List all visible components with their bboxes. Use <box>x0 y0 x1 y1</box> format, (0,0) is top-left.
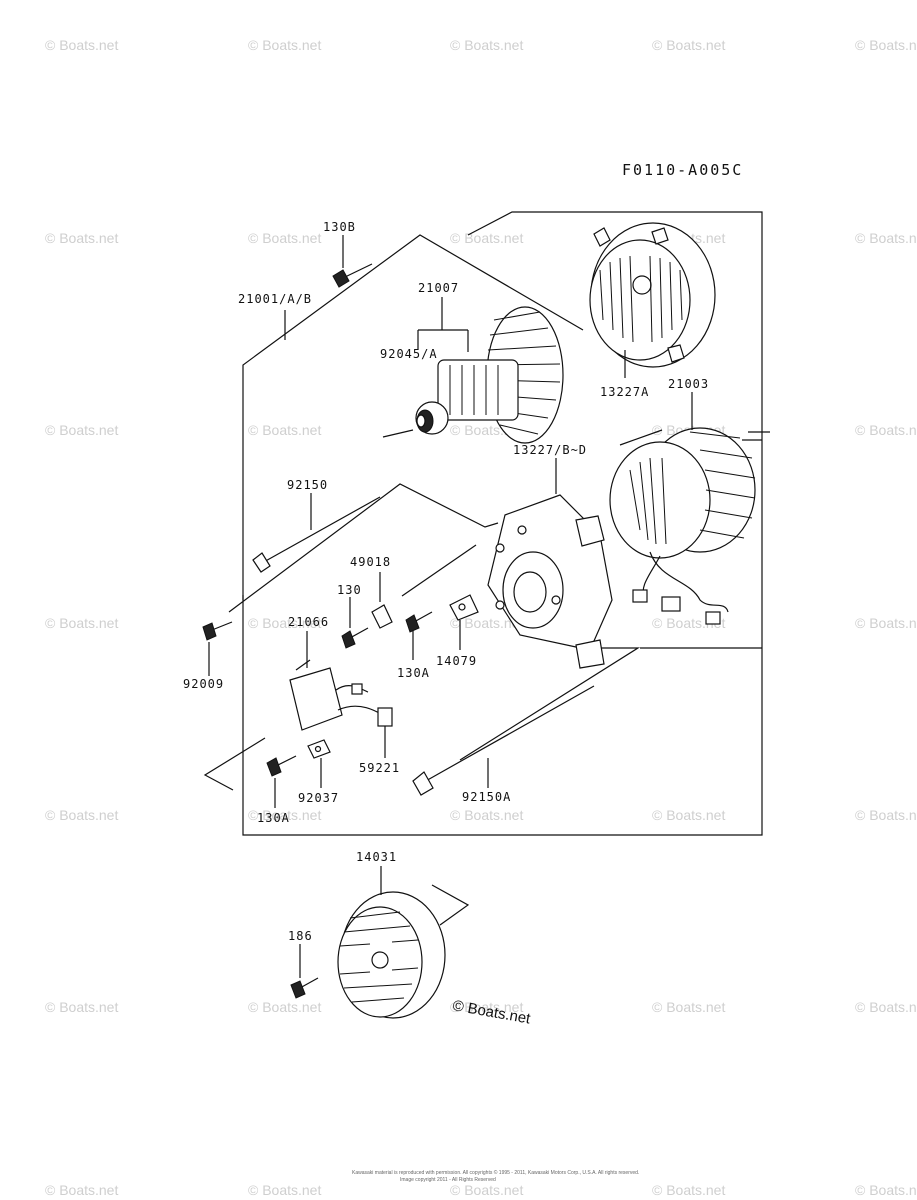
watermark-layer: © Boats.net © Boats.net © Boats.net © Bo… <box>45 37 917 1198</box>
rear-cover <box>589 222 716 368</box>
label-92150: 92150 <box>287 478 328 492</box>
watermark: © Boats.net <box>45 37 118 53</box>
watermark: © Boats.net <box>248 807 321 823</box>
front-housing <box>487 494 613 669</box>
label-14031: 14031 <box>356 850 397 864</box>
watermark: © Boats.net <box>450 615 523 631</box>
label-92045: 92045/A <box>380 347 438 361</box>
watermark: © Boats.net <box>652 37 725 53</box>
label-14079: 14079 <box>436 654 477 668</box>
label-130b: 130B <box>323 220 356 234</box>
regulator <box>289 659 393 731</box>
watermark: © Boats.net <box>450 230 523 246</box>
grille-cover <box>337 891 446 1019</box>
watermark: © Boats.net <box>450 1182 523 1198</box>
watermark: © Boats.net <box>45 1182 118 1198</box>
leader-lines <box>208 235 693 978</box>
label-13227b: 13227/B~D <box>513 443 587 457</box>
watermark: © Boats.net <box>45 230 118 246</box>
watermark: © Boats.net <box>248 1182 321 1198</box>
label-49018: 49018 <box>350 555 391 569</box>
label-92009: 92009 <box>183 677 224 691</box>
footer-line-1: Kawasaki material is reproduced with per… <box>352 1169 639 1176</box>
rotor <box>415 306 564 444</box>
label-130: 130 <box>337 583 362 597</box>
long-bolt-92150a <box>412 685 595 796</box>
diagram-code: F0110-A005C <box>622 161 743 179</box>
label-21066: 21066 <box>288 615 329 629</box>
label-130a: 130A <box>397 666 430 680</box>
label-13227a: 13227A <box>600 385 649 399</box>
screw-130 <box>341 627 369 649</box>
watermark: © Boats.net <box>450 37 523 53</box>
watermark: © Boats.net <box>45 999 118 1015</box>
watermark: © Boats.net <box>652 807 725 823</box>
stator <box>609 427 756 625</box>
watermark: © Boats.net <box>45 615 118 631</box>
watermark: © Boats.net <box>45 422 118 438</box>
watermark: © Boats.net <box>855 615 917 631</box>
watermark: © Boats.net <box>248 999 321 1015</box>
footer-line-2: Image copyright 2011 - All Rights Reserv… <box>400 1177 496 1183</box>
clamp-92037 <box>307 739 331 759</box>
watermark: © Boats.net <box>855 230 917 246</box>
watermark: © Boats.net <box>248 230 321 246</box>
watermark: © Boats.net <box>248 422 321 438</box>
watermark: © Boats.net <box>855 999 917 1015</box>
brush-holder <box>371 604 393 629</box>
label-59221: 59221 <box>359 761 400 775</box>
assembly-outline <box>203 211 770 926</box>
part-labels: 130B 21001/A/B 21007 92045/A 13227A 2100… <box>183 220 709 943</box>
watermark: © Boats.net <box>652 999 725 1015</box>
bracket-14079 <box>449 594 479 621</box>
screw-92009 <box>202 621 233 641</box>
watermark: © Boats.net <box>248 37 321 53</box>
screw-130a <box>405 611 433 633</box>
watermark: © Boats.net <box>248 615 321 631</box>
label-130a-lower: 130A <box>257 811 290 825</box>
watermark: © Boats.net <box>855 807 917 823</box>
watermark: © Boats.net <box>855 37 917 53</box>
label-21001: 21001/A/B <box>238 292 312 306</box>
bolt-130b <box>332 263 373 288</box>
label-21007: 21007 <box>418 281 459 295</box>
screw-130a-lower <box>266 755 297 777</box>
watermark: © Boats.net <box>652 1182 725 1198</box>
watermark: © Boats.net <box>45 807 118 823</box>
watermark: © Boats.net <box>450 807 523 823</box>
label-21003: 21003 <box>668 377 709 391</box>
label-186: 186 <box>288 929 313 943</box>
watermark: © Boats.net <box>855 422 917 438</box>
watermark: © Boats.net <box>855 1182 917 1198</box>
screw-186 <box>290 977 319 999</box>
watermark: © Boats.net <box>450 999 523 1015</box>
long-bolt-92150 <box>252 496 381 573</box>
label-92037: 92037 <box>298 791 339 805</box>
label-92150a: 92150A <box>462 790 511 804</box>
